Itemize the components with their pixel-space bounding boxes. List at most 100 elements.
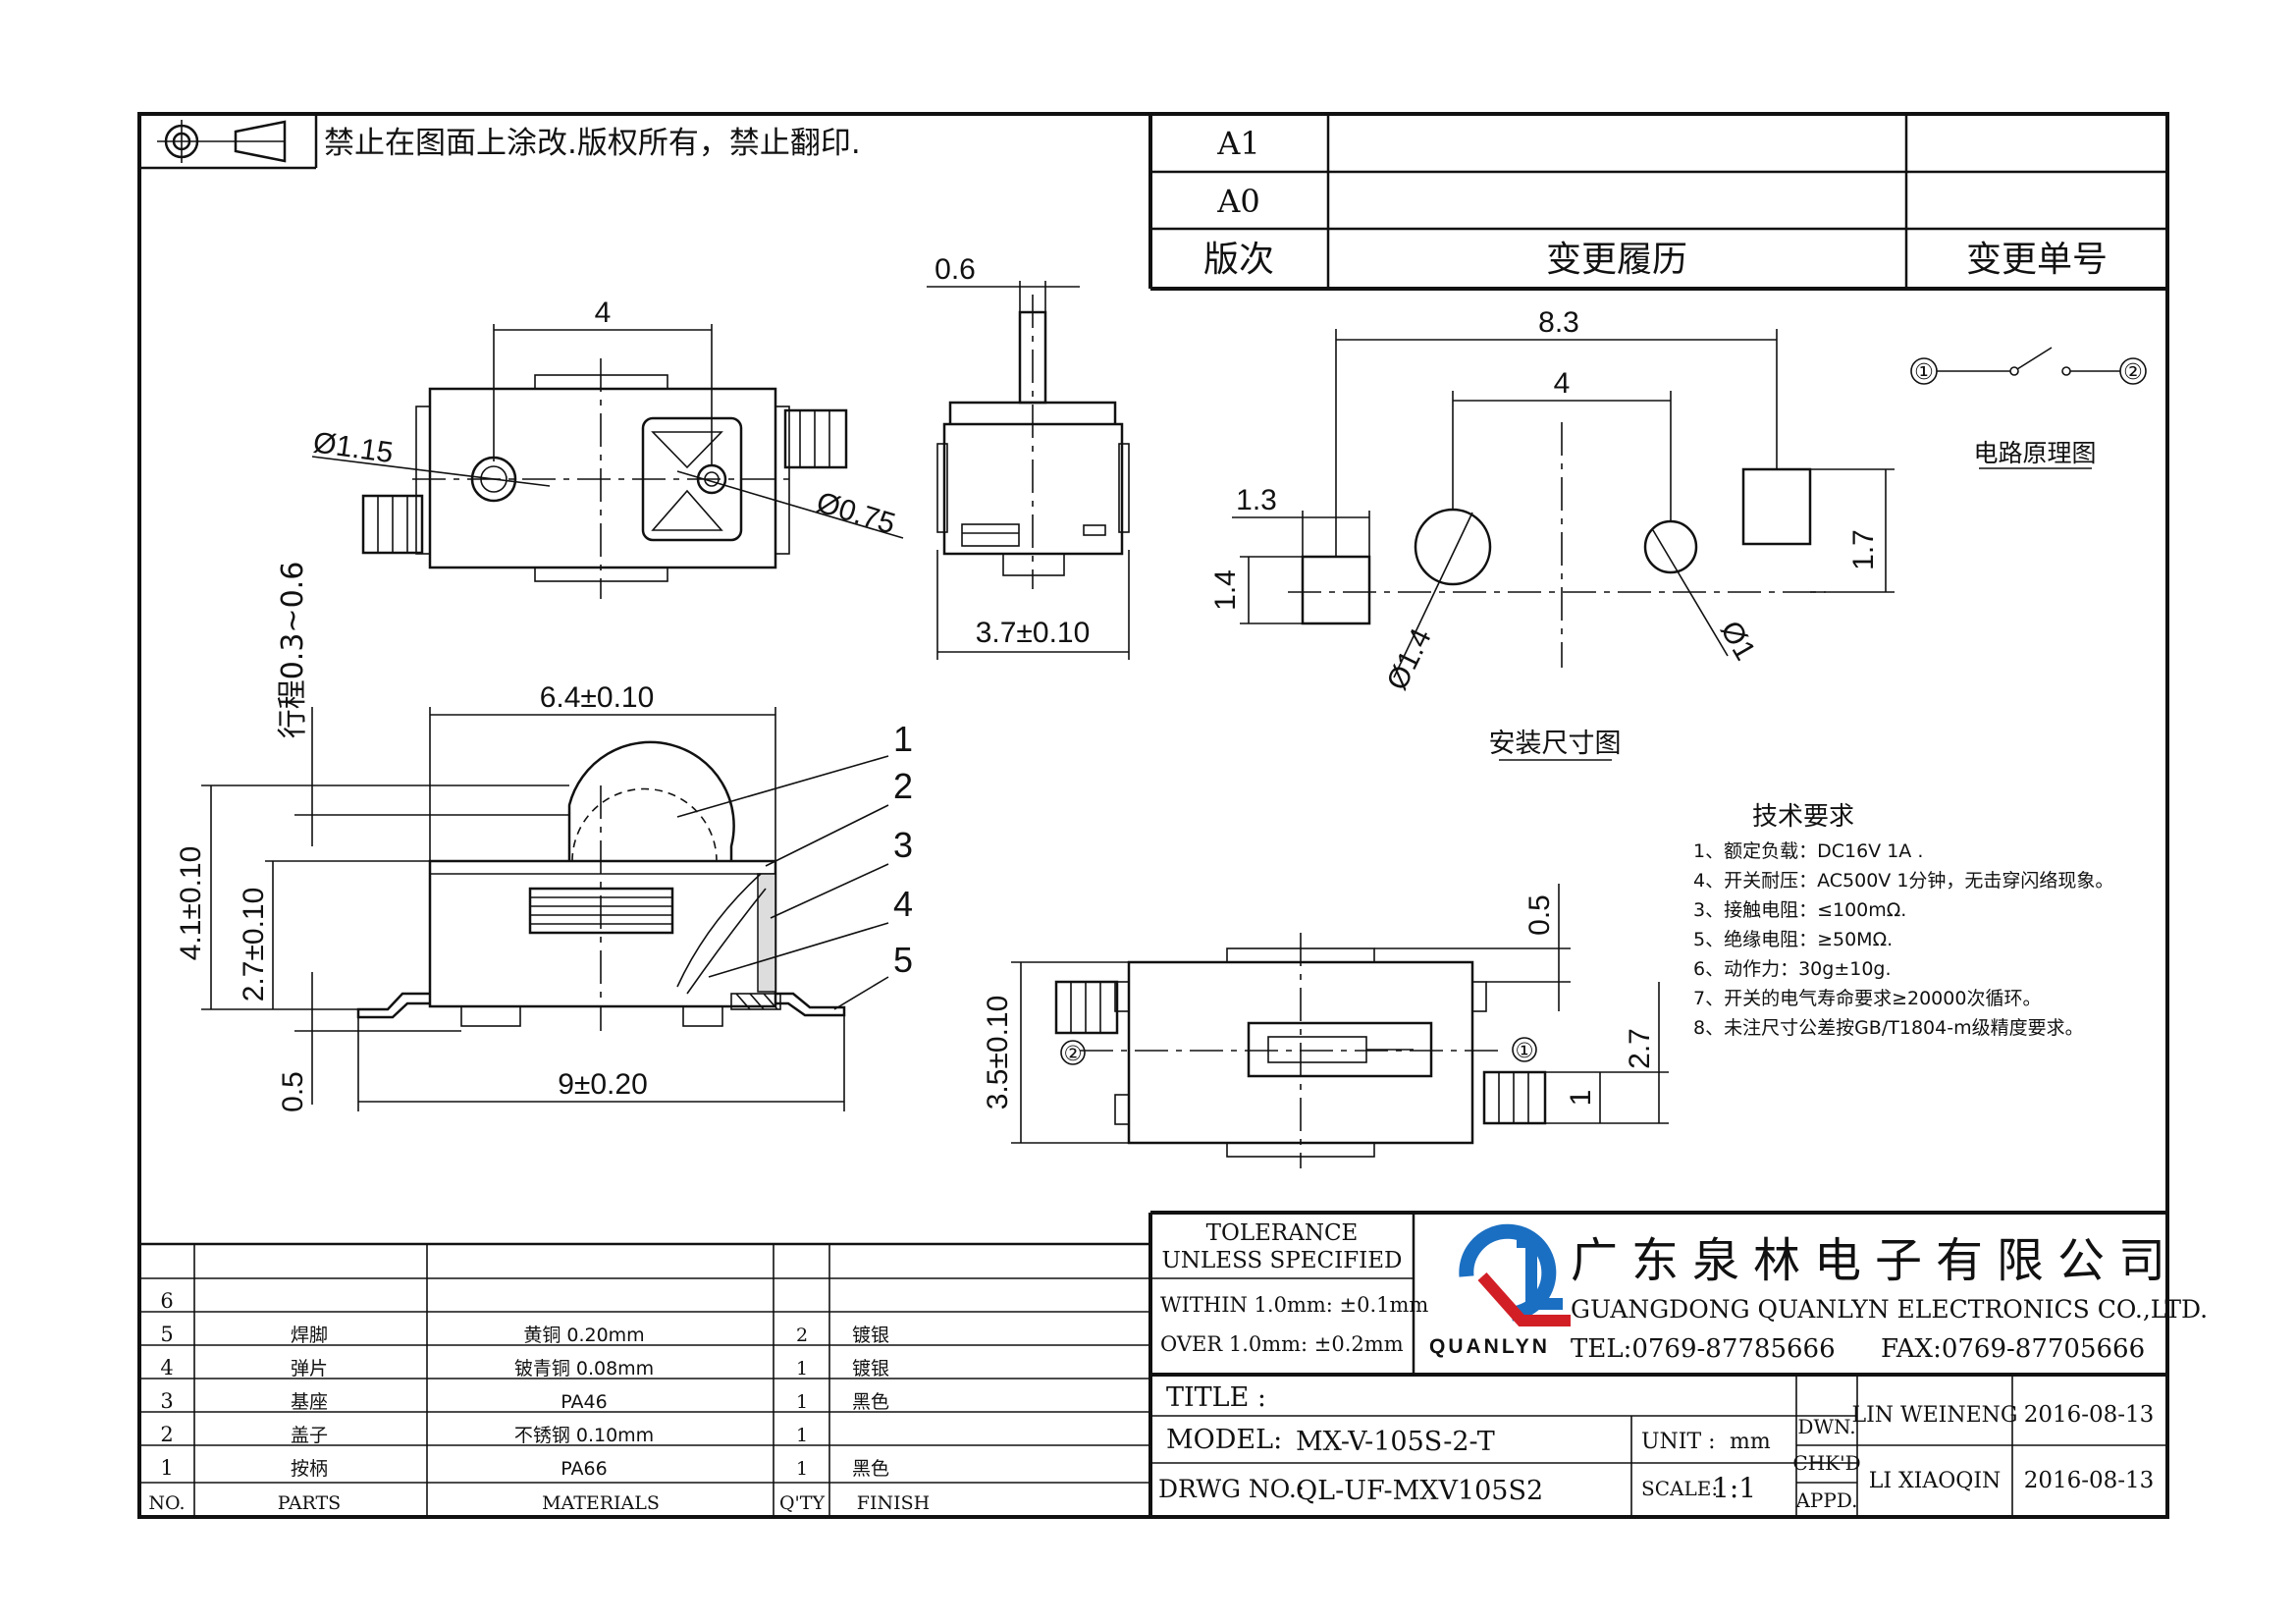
bom-material-2: 不锈钢 0.10mm bbox=[514, 1425, 654, 1446]
bom-part-2: 盖子 bbox=[291, 1425, 328, 1446]
bom-material-3: PA46 bbox=[561, 1391, 607, 1413]
dim-front-05: 0.5 bbox=[277, 1071, 309, 1112]
rev-a0: A0 bbox=[1216, 183, 1259, 220]
dwn-label: DWN. bbox=[1797, 1415, 1855, 1438]
company-cn: 广东泉林电子有限公司 bbox=[1571, 1233, 2179, 1288]
dim-bottom-35: 3.5±0.10 bbox=[982, 996, 1014, 1110]
tech-requirements: 技术要求 1、额定负载：DC16V 1A . 4、开关耐压：AC500V 1分钟… bbox=[1693, 802, 2113, 1039]
revision-table: A1 A0 版次 变更履历 变更单号 bbox=[1148, 114, 2167, 291]
bom-head-qty: Q'TY bbox=[779, 1492, 825, 1514]
tol-over: OVER 1.0mm: ±0.2mm bbox=[1160, 1332, 1404, 1356]
model-label: MODEL: bbox=[1166, 1425, 1282, 1455]
tol-title-1: TOLERANCE bbox=[1206, 1220, 1359, 1246]
tol-title-2: UNLESS SPECIFIED bbox=[1162, 1248, 1403, 1273]
bom-material-1: PA66 bbox=[561, 1458, 607, 1480]
bom-part-1: 按柄 bbox=[291, 1458, 328, 1480]
bom-qty-4: 1 bbox=[796, 1358, 808, 1380]
bom-no-6: 6 bbox=[160, 1289, 173, 1313]
circuit-node-1: ① bbox=[1914, 360, 1934, 385]
company-fax: FAX:0769-87705666 bbox=[1881, 1334, 2145, 1364]
chkd-label: CHK'D bbox=[1792, 1451, 1860, 1475]
dwn-name: LIN WEINENG bbox=[1851, 1403, 2017, 1428]
bom-no-3: 3 bbox=[160, 1389, 173, 1413]
history-head: 变更履历 bbox=[1546, 240, 1687, 280]
dim-front-27: 2.7±0.10 bbox=[238, 888, 270, 1002]
balloon-1: 1 bbox=[893, 719, 913, 759]
tech-item-5: 6、动作力：30g±10g. bbox=[1693, 958, 1892, 980]
tech-item-4: 5、绝缘电阻：≥50MΩ. bbox=[1693, 929, 1893, 950]
bom-head-materials: MATERIALS bbox=[542, 1492, 660, 1514]
balloon-4: 4 bbox=[893, 884, 913, 924]
top-view: 4 Ø1.15 Ø0.75 bbox=[311, 297, 904, 599]
bom-finish-1: 黑色 bbox=[852, 1458, 889, 1480]
bom-qty-2: 1 bbox=[796, 1425, 808, 1446]
drwg-value: QL-UF-MXV105S2 bbox=[1296, 1476, 1543, 1506]
chk-date: 2016-08-13 bbox=[2024, 1468, 2155, 1493]
dim-front-9: 9±0.20 bbox=[558, 1068, 648, 1101]
bom-material-4: 铍青铜 0.08mm bbox=[514, 1358, 654, 1380]
dwn-date: 2016-08-13 bbox=[2024, 1402, 2155, 1428]
tech-item-1: 1、额定负载：DC16V 1A . bbox=[1693, 840, 1923, 862]
dim-bottom-1: 1 bbox=[1565, 1090, 1597, 1107]
dim-mount-dia1: Ø1 bbox=[1714, 616, 1762, 666]
circuit-node-2: ② bbox=[2123, 360, 2143, 385]
bom-finish-5: 镀银 bbox=[852, 1325, 889, 1346]
header-block: 禁止在图面上涂改.版权所有，禁止翻印. bbox=[139, 114, 861, 170]
company-en: GUANGDONG QUANLYN ELECTRONICS CO.,LTD. bbox=[1571, 1295, 2208, 1324]
header-notice: 禁止在图面上涂改.版权所有，禁止翻印. bbox=[324, 126, 861, 161]
bom-qty-3: 1 bbox=[796, 1391, 808, 1413]
dim-mount-17: 1.7 bbox=[1847, 529, 1880, 570]
sheet-border bbox=[137, 112, 2169, 1519]
tech-item-7: 8、未注尺寸公差按GB/T1804-m级精度要求。 bbox=[1693, 1017, 2084, 1039]
bottom-node-2: ② bbox=[1064, 1042, 1083, 1065]
unit-value: mm bbox=[1730, 1430, 1771, 1454]
bom-part-5: 焊脚 bbox=[291, 1325, 328, 1346]
dim-side-06: 0.6 bbox=[934, 253, 976, 286]
balloon-5: 5 bbox=[893, 940, 913, 980]
bom-qty-1: 1 bbox=[796, 1458, 808, 1480]
chk-name: LI XIAOQIN bbox=[1869, 1469, 2002, 1493]
dim-mount-13: 1.3 bbox=[1236, 484, 1277, 516]
scale-value: 1:1 bbox=[1712, 1472, 1756, 1504]
tech-item-6: 7、开关的电气寿命要求≥20000次循环。 bbox=[1693, 988, 2041, 1009]
title-block: TOLERANCE UNLESS SPECIFIED WITHIN 1.0mm:… bbox=[1148, 1211, 2208, 1517]
bom-material-5: 黄铜 0.20mm bbox=[523, 1325, 644, 1346]
front-view: 6.4±0.10 行程0.3~0.6 4.1±0.10 2.7±0.10 0.5… bbox=[175, 562, 913, 1112]
dim-top-4: 4 bbox=[595, 297, 612, 329]
bom-qty-5: 2 bbox=[796, 1325, 808, 1346]
logo-l-icon bbox=[1477, 1272, 1571, 1326]
unit-label: UNIT : bbox=[1641, 1430, 1716, 1454]
company-logo: QUANLYN bbox=[1429, 1223, 1571, 1358]
balloon-2: 2 bbox=[893, 766, 913, 806]
dim-bottom-05: 0.5 bbox=[1523, 894, 1556, 936]
mount-view: 8.3 4 1.3 1.4 1.7 Ø1.4 Ø1 安装尺寸图 bbox=[1209, 306, 1895, 761]
side-view: 0.6 3.7±0.10 bbox=[927, 253, 1130, 660]
projection-symbol-icon bbox=[157, 120, 287, 163]
bom-no-1: 1 bbox=[160, 1456, 173, 1480]
bom-part-4: 弹片 bbox=[291, 1358, 328, 1380]
rev-head: 版次 bbox=[1203, 240, 1274, 280]
bottom-view: ② ① 0.5 3.5±0.10 2.7 1 bbox=[982, 884, 1669, 1168]
tol-within: WITHIN 1.0mm: ±0.1mm bbox=[1160, 1293, 1428, 1317]
company-tel: TEL:0769-87785666 bbox=[1571, 1334, 1836, 1364]
rev-a1: A1 bbox=[1216, 125, 1259, 162]
bottom-node-1: ① bbox=[1516, 1039, 1534, 1062]
bom-table: 6 5 焊脚 黄铜 0.20mm 2 镀银 4 弹片 铍青铜 0.08mm 1 … bbox=[139, 1242, 1150, 1517]
bom-head-no: NO. bbox=[148, 1492, 185, 1514]
dim-mount-83: 8.3 bbox=[1538, 306, 1579, 339]
dim-dia-075: Ø0.75 bbox=[813, 486, 899, 540]
dim-bottom-27: 2.7 bbox=[1624, 1028, 1656, 1069]
number-head: 变更单号 bbox=[1966, 240, 2108, 280]
bom-no-4: 4 bbox=[160, 1356, 173, 1380]
drwg-label: DRWG NO.: bbox=[1158, 1475, 1305, 1503]
bom-part-3: 基座 bbox=[291, 1391, 328, 1413]
dim-front-41: 4.1±0.10 bbox=[175, 846, 207, 961]
tech-item-3: 3、接触电阻：≤100mΩ. bbox=[1693, 899, 1906, 921]
bom-finish-3: 黑色 bbox=[852, 1391, 889, 1413]
tech-item-2: 4、开关耐压：AC500V 1分钟，无击穿闪络现象。 bbox=[1693, 870, 2113, 892]
circuit-diagram: ① ② 电路原理图 bbox=[1910, 347, 2147, 469]
dim-dia-115: Ø1.15 bbox=[311, 426, 396, 469]
dim-front-64: 6.4±0.10 bbox=[540, 681, 655, 714]
logo-word: QUANLYN bbox=[1429, 1335, 1550, 1358]
